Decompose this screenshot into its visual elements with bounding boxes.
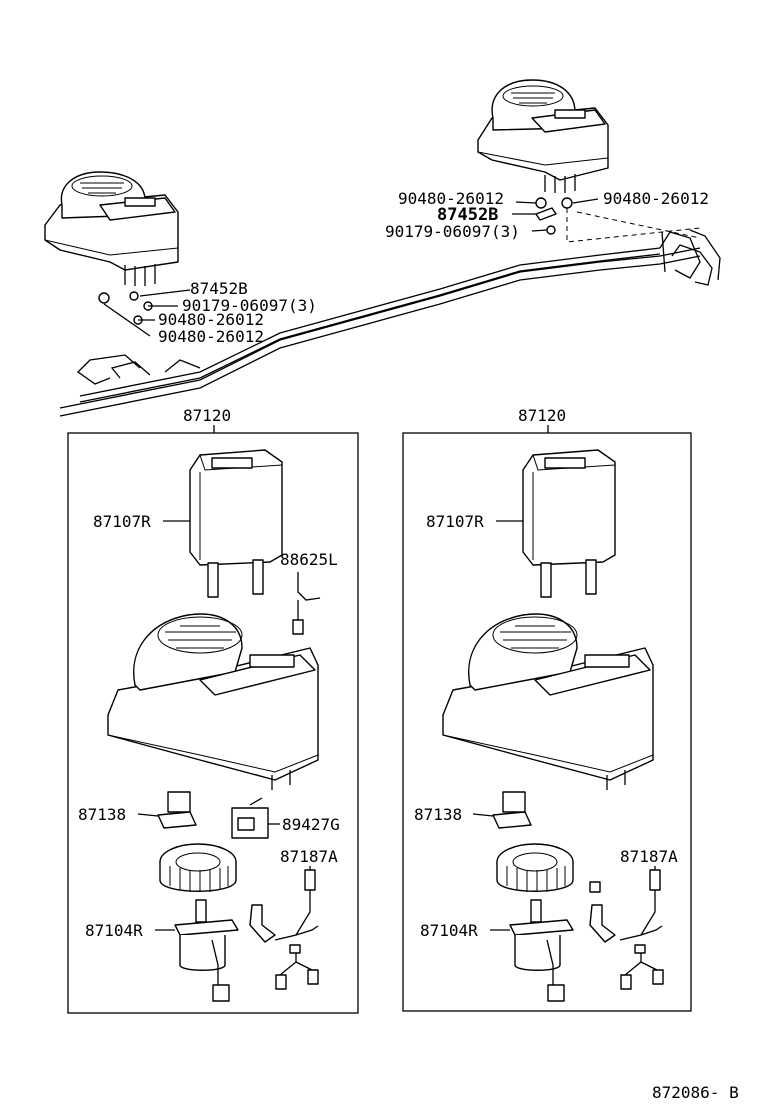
left-label-wire: 87187A xyxy=(280,847,338,866)
left-thermistor xyxy=(292,572,321,635)
right-wire-harness xyxy=(589,869,664,990)
right-label-resistor: 87138 xyxy=(414,805,462,824)
left-label-thermistor: 88625L xyxy=(280,550,338,569)
top-right-heater-unit xyxy=(477,79,609,235)
left-label-relay: 89427G xyxy=(282,815,340,834)
top-left-label-grommet-b: 90480-26012 xyxy=(158,327,264,346)
right-label-wire: 87187A xyxy=(620,847,678,866)
right-label-motor: 87104R xyxy=(420,921,478,940)
left-label-motor: 87104R xyxy=(85,921,143,940)
right-label-radiator: 87107R xyxy=(426,512,484,531)
right-blower-fan xyxy=(496,843,574,892)
top-left-label-grommet-a: 90480-26012 xyxy=(158,310,264,329)
top-right-label-grommet-left: 90480-26012 xyxy=(398,189,504,208)
top-left-label-screw: 90179-06097(3) xyxy=(182,296,317,315)
right-resistor xyxy=(492,791,532,829)
top-right-label-87452b: 87452B xyxy=(437,205,498,225)
left-blower-motor xyxy=(174,899,239,1002)
left-wire-harness xyxy=(249,869,319,990)
left-assembly-box xyxy=(67,432,359,1014)
left-blower-case xyxy=(107,613,319,790)
left-resistor xyxy=(157,791,197,829)
right-assembly-title: 87120 xyxy=(518,406,566,425)
left-radiator xyxy=(189,449,283,598)
left-relay xyxy=(231,797,269,839)
right-blower-case xyxy=(442,613,654,790)
left-label-radiator: 87107R xyxy=(93,512,151,531)
right-blower-motor xyxy=(509,899,574,1002)
right-radiator xyxy=(522,449,616,598)
top-right-label-grommet-right: 90480-26012 xyxy=(603,189,709,208)
top-right-label-screw: 90179-06097(3) xyxy=(385,222,520,241)
heater-hose-piping xyxy=(59,229,721,417)
left-blower-fan xyxy=(159,843,237,892)
top-left-heater-unit xyxy=(44,171,179,325)
left-label-resistor: 87138 xyxy=(78,805,126,824)
top-left-label-87452b: 87452B xyxy=(190,279,248,298)
right-assembly-box xyxy=(402,432,692,1012)
diagram-code: 872086- B xyxy=(652,1083,739,1102)
left-assembly-title: 87120 xyxy=(183,406,231,425)
